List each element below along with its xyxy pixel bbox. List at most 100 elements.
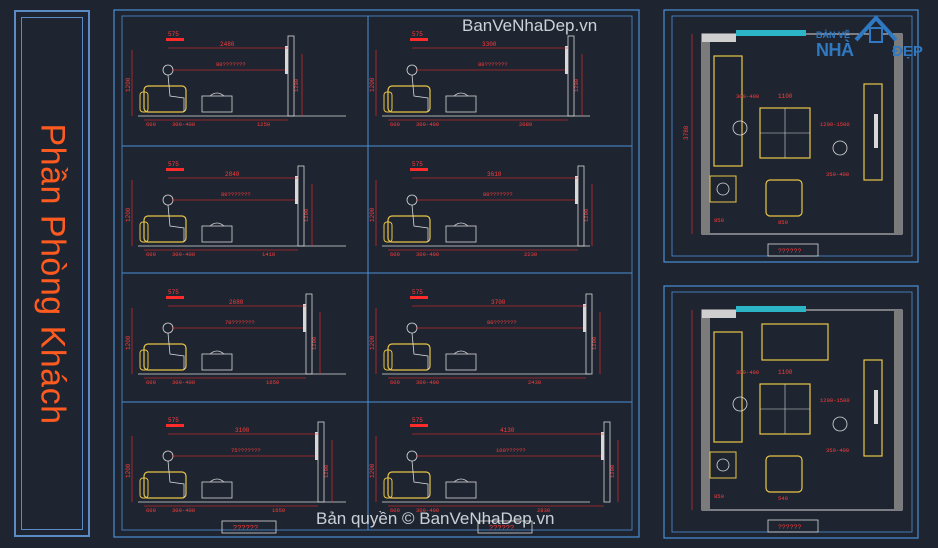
person-top — [732, 120, 748, 136]
top-dim-label: 575 — [168, 31, 179, 38]
sofa-arm — [383, 349, 393, 371]
tv-wall — [603, 421, 611, 503]
person-body — [167, 204, 185, 242]
vase — [209, 350, 225, 355]
plan-dim-d: 850 — [714, 217, 724, 224]
right-dim-label: 1200 — [323, 465, 330, 478]
seat-dim-a: 600 — [390, 121, 400, 128]
sofa — [143, 343, 187, 371]
tv — [874, 114, 878, 148]
coffee-table — [445, 481, 477, 499]
wall-right — [894, 34, 902, 234]
seat-dim-b: 300-400 — [416, 507, 439, 514]
tv-wall — [567, 35, 575, 117]
person-body — [411, 204, 429, 242]
tv-wall — [305, 293, 313, 375]
watermark-bottom: Bản quyền © BanVeNhaDep.vn — [316, 509, 555, 528]
sheet-label-box-2 — [477, 520, 533, 534]
coffee-table — [445, 225, 477, 243]
plan-dim-e: 540 — [778, 495, 788, 502]
bottom-dim-label: 1650 — [272, 507, 285, 514]
height-dim-label: 1200 — [125, 207, 132, 222]
tv-wall — [317, 421, 325, 503]
person-head — [162, 194, 174, 206]
top-dim-mark — [410, 38, 428, 41]
tv-screen — [315, 432, 318, 460]
height-dim-label: 1200 — [369, 77, 376, 92]
seat-dim-b: 300-400 — [172, 251, 195, 258]
person-body — [411, 332, 429, 370]
armchair — [765, 179, 803, 217]
window — [736, 306, 806, 312]
height-dim-label: 1200 — [125, 77, 132, 92]
tv-screen — [295, 176, 298, 204]
coffee-table — [201, 481, 233, 499]
sofa-arm — [139, 477, 149, 499]
elevation-label: 100?????? — [496, 447, 526, 454]
top-dim-label: 575 — [412, 289, 423, 296]
elevation-label: 70??????? — [225, 319, 255, 326]
sofa — [143, 215, 187, 243]
top-dim-label: 575 — [168, 417, 179, 424]
plan-dim-b: 1200-1500 — [820, 121, 850, 128]
plan-dim-mid: 1100 — [778, 369, 793, 376]
span-dim-label: 3100 — [235, 427, 250, 434]
tv-cabinet — [863, 359, 883, 457]
bottom-dim-label: 2080 — [519, 121, 532, 128]
sheet-label-box-1 — [221, 520, 277, 534]
seat-dim-b: 300-400 — [172, 507, 195, 514]
elevation-sheet-frame — [113, 9, 640, 538]
top-dim-mark — [166, 168, 184, 171]
right-dim-label: 1200 — [609, 465, 616, 478]
span-dim-label: 2840 — [225, 171, 240, 178]
sofa — [387, 471, 431, 499]
coffee-table — [201, 95, 233, 113]
plan-dim-e: 850 — [778, 219, 788, 226]
tv-wall — [585, 293, 593, 375]
lamp — [716, 458, 730, 472]
plan-dim-c: 350-400 — [826, 447, 849, 454]
bottom-dim-label: 2230 — [524, 251, 537, 258]
tv-wall — [297, 165, 305, 247]
tv-screen — [583, 304, 586, 332]
person-head — [162, 64, 174, 76]
person-body — [167, 460, 185, 498]
tv-screen — [285, 46, 288, 74]
sofa-arm — [383, 91, 393, 113]
seat-dim-b: 300-400 — [172, 121, 195, 128]
elevation-label: 80??????? — [483, 191, 513, 198]
top-dim-mark — [410, 168, 428, 171]
brand-logo: BẢN VẼ NHÀ ĐẸP — [816, 12, 926, 64]
sofa-arm — [139, 221, 149, 243]
top-dim-label: 575 — [412, 161, 423, 168]
person-top — [832, 416, 848, 432]
sofa — [143, 471, 187, 499]
armchair — [765, 455, 803, 493]
sheet-label-1: ?????? — [233, 525, 258, 533]
elevation-label: 80??????? — [478, 61, 508, 68]
person-body — [411, 460, 429, 498]
plan-dim-c: 350-400 — [826, 171, 849, 178]
seat-dim-a: 600 — [390, 507, 400, 514]
sofa — [387, 343, 431, 371]
height-dim-label: 1200 — [125, 335, 132, 350]
tv-screen — [565, 46, 568, 74]
sofa-arm — [383, 221, 393, 243]
elevation-label: 75??????? — [231, 447, 261, 454]
seat-dim-a: 600 — [146, 379, 156, 386]
title-panel: Phần Phòng Khách — [14, 10, 90, 537]
bottom-dim-label: 1650 — [266, 379, 279, 386]
person-head — [162, 322, 174, 334]
person-top — [732, 396, 748, 412]
elevation-label: 80??????? — [487, 319, 517, 326]
right-dim-label: 1200 — [583, 209, 590, 222]
logo-line-2: NHÀ — [816, 40, 854, 60]
right-dim-label: 1200 — [573, 79, 580, 92]
bottom-dim-label: 2830 — [537, 507, 550, 514]
